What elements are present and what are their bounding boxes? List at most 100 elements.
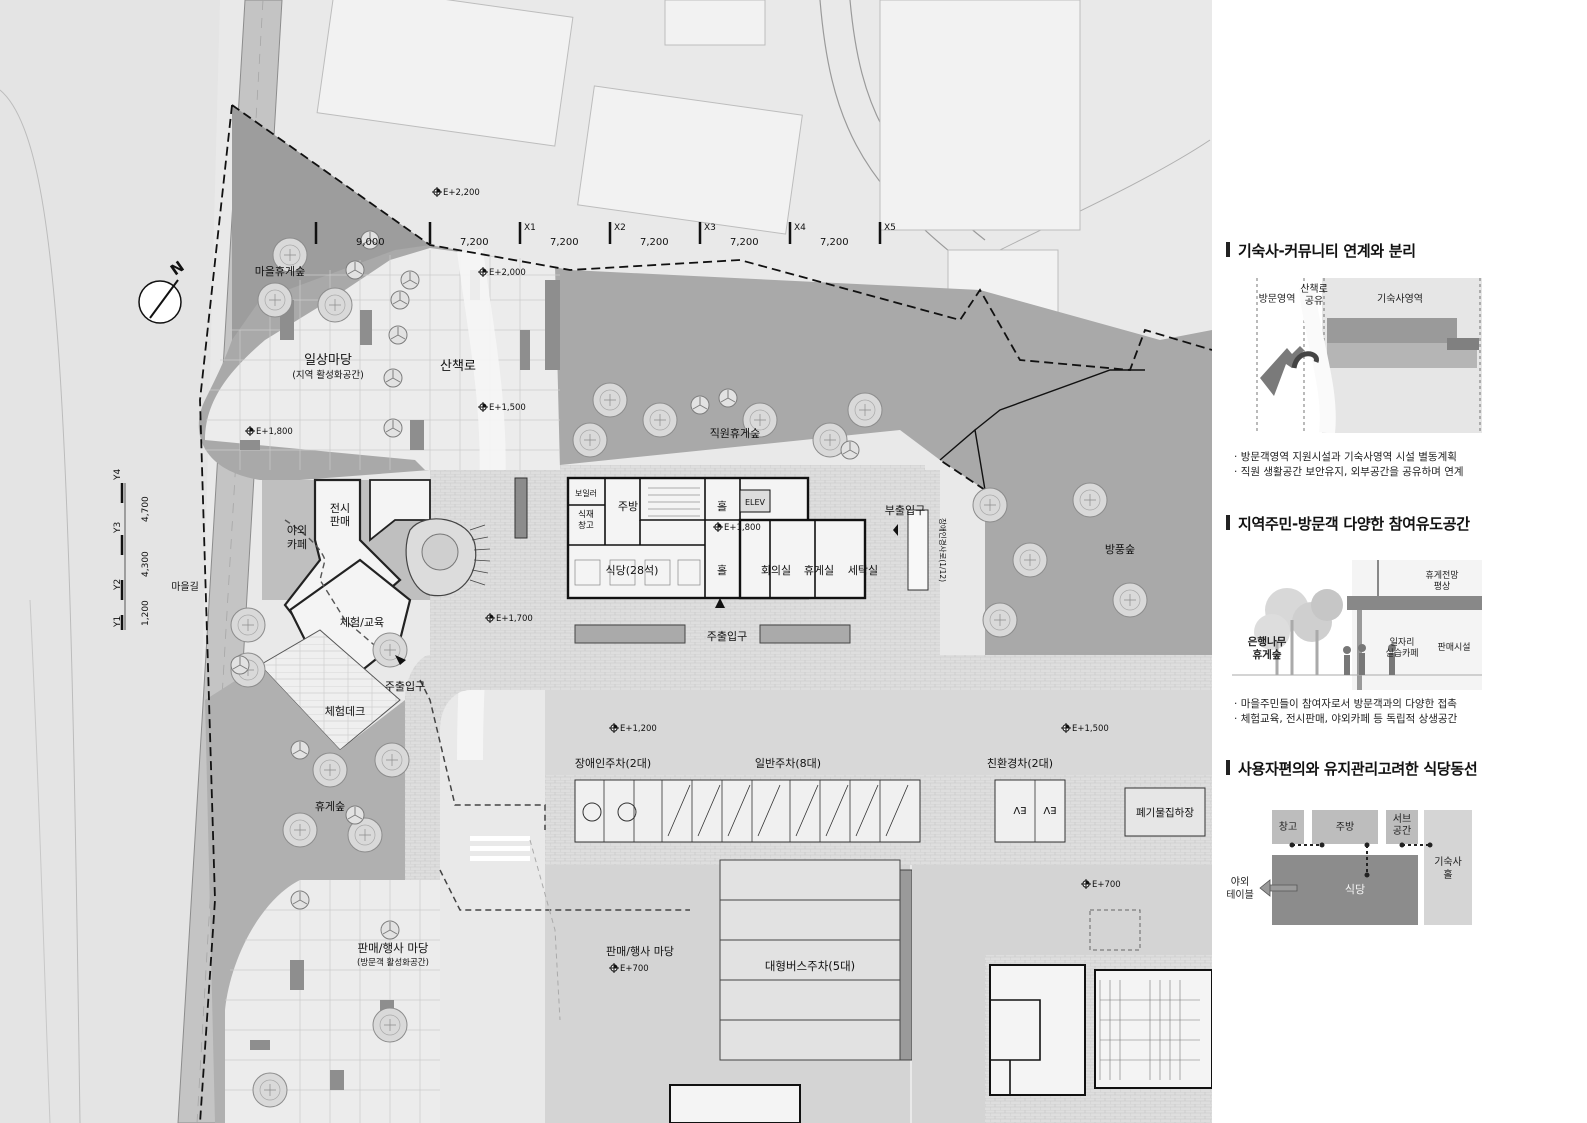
- dim-y2: 4,300: [141, 551, 151, 577]
- building-neighbor-3: [879, 0, 1081, 231]
- label-waste: 폐기물집하장: [1136, 806, 1194, 819]
- label-shop: 판매시설: [1437, 642, 1470, 653]
- dim-3: 7,200: [550, 237, 579, 248]
- label-kitchen: 주방: [618, 500, 638, 513]
- level-2: E+2,000: [489, 268, 526, 278]
- level-1: E+2,200: [443, 188, 480, 198]
- label-village-forest: 마을휴게숲: [255, 265, 306, 278]
- dimension-ticks: [314, 222, 882, 244]
- windbreak-area: [985, 420, 1212, 660]
- level-4: E+1,500: [489, 403, 526, 413]
- grid-x1: X1: [524, 223, 536, 233]
- label-ev-1: EV: [1013, 804, 1026, 815]
- label-bus-parking: 대형버스주차(5대): [765, 959, 855, 973]
- label-kitchen-dgm: 주방: [1336, 821, 1354, 833]
- grid-x2: X2: [614, 223, 626, 233]
- label-main-entry: 주출입구: [707, 630, 747, 643]
- grid-x5: X5: [884, 223, 896, 233]
- label-dining: 식당(28석): [606, 564, 659, 577]
- label-daily-yard: 일상마당: [304, 353, 352, 368]
- label-rest-forest: 휴게숲: [315, 800, 345, 813]
- label-dorm-area: 기숙사영역: [1377, 293, 1423, 305]
- label-eco-parking: 친환경차(2대): [987, 757, 1053, 770]
- grid-y2: Y2: [113, 579, 123, 591]
- label-hall: 홀: [717, 564, 727, 577]
- label-elev: ELEV: [745, 498, 766, 507]
- level-3: E+1,800: [256, 427, 293, 437]
- site-plan: N 9,000 7,200 7,200 7,200 7,200 7,200 X1…: [0, 0, 1212, 1123]
- dim-y1: 4,700: [141, 496, 151, 522]
- section-1-bullet-1: 방문객영역 지원시설과 기숙사영역 시설 별동계획: [1234, 450, 1464, 465]
- label-laundry: 세탁실: [848, 564, 878, 577]
- section-2-bullets: 마을주민들이 참여자로서 방문객과의 다양한 접촉 체험교육, 전시판매, 야외…: [1234, 697, 1458, 727]
- dim-5: 7,200: [730, 237, 759, 248]
- level-5: E+1,800: [724, 523, 761, 533]
- dim-y3: 1,200: [141, 600, 151, 626]
- building-neighbor-2: [577, 85, 803, 235]
- dim-2: 7,200: [460, 237, 489, 248]
- label-lounge: 휴게실: [804, 564, 834, 577]
- waste-collection: [1124, 787, 1206, 837]
- label-disabled-parking: 장애인주차(2대): [575, 757, 651, 770]
- building-neighbor-1: [316, 0, 574, 147]
- parking-bays: [574, 779, 921, 843]
- level-10: E+700: [620, 964, 649, 974]
- grid-x3: X3: [704, 223, 716, 233]
- grid-y4: Y4: [113, 469, 123, 481]
- level-9: E+700: [1092, 880, 1121, 890]
- label-trail: 산책로: [440, 359, 476, 374]
- label-meeting: 회의실: [761, 564, 791, 577]
- section-2-bullet-1: 마을주민들이 참여자로서 방문객과의 다양한 접촉: [1234, 697, 1457, 712]
- level-8: E+1,500: [1072, 724, 1109, 734]
- hedge-row-1: [574, 624, 851, 644]
- level-6: E+1,700: [496, 614, 533, 624]
- label-market-yard: 판매/행사 마당: [357, 941, 428, 955]
- section-1-title: 기숙사-커뮤니티 연계와 분리: [1226, 242, 1416, 260]
- label-boiler: 보일러: [575, 489, 597, 498]
- label-village-road: 마을길: [171, 580, 199, 593]
- label-daily-yard-sub: (지역 활성화공간): [292, 369, 364, 381]
- label-exp-deck: 체험데크: [325, 705, 365, 718]
- grid-x4: X4: [794, 223, 806, 233]
- label-ev-2: EV: [1043, 804, 1056, 815]
- grid-y3: Y3: [113, 522, 123, 534]
- section-1-bullets: 방문객영역 지원시설과 기숙사영역 시설 별동계획 직원 생활공간 보안유지, …: [1234, 450, 1464, 480]
- dim-4: 7,200: [640, 237, 669, 248]
- level-7: E+1,200: [620, 724, 657, 734]
- dim-6: 7,200: [820, 237, 849, 248]
- label-storage-dgm: 창고: [1279, 821, 1297, 833]
- label-main-entry-left: 주출입구: [385, 680, 425, 693]
- label-hall-top: 홀: [717, 500, 727, 513]
- bus-parking: [719, 859, 901, 1061]
- label-windbreak: 방풍숲: [1105, 543, 1135, 556]
- market-yard: [225, 880, 440, 1123]
- hedge-row-2: [899, 869, 913, 1061]
- label-staff-forest: 직원휴게숲: [710, 427, 761, 440]
- dim-1: 9,000: [356, 237, 385, 248]
- label-dining-dgm: 식당: [1345, 883, 1365, 896]
- north-arrow-icon: [138, 279, 182, 324]
- label-general-parking: 일반주차(8대): [755, 756, 821, 770]
- section-1-bullet-2: 직원 생활공간 보안유지, 외부공간을 공유하며 연계: [1234, 465, 1464, 480]
- section-2-title: 지역주민-방문객 다양한 참여유도공간: [1226, 515, 1470, 533]
- label-market-yard-2: 판매/행사 마당: [606, 945, 674, 958]
- label-visitor-area: 방문영역: [1259, 293, 1296, 305]
- section-3-title: 사용자편의와 유지관리고려한 식당동선: [1225, 760, 1478, 778]
- label-sub-entry: 부출입구: [885, 504, 925, 517]
- label-experience-edu: 체험/교육: [340, 616, 384, 629]
